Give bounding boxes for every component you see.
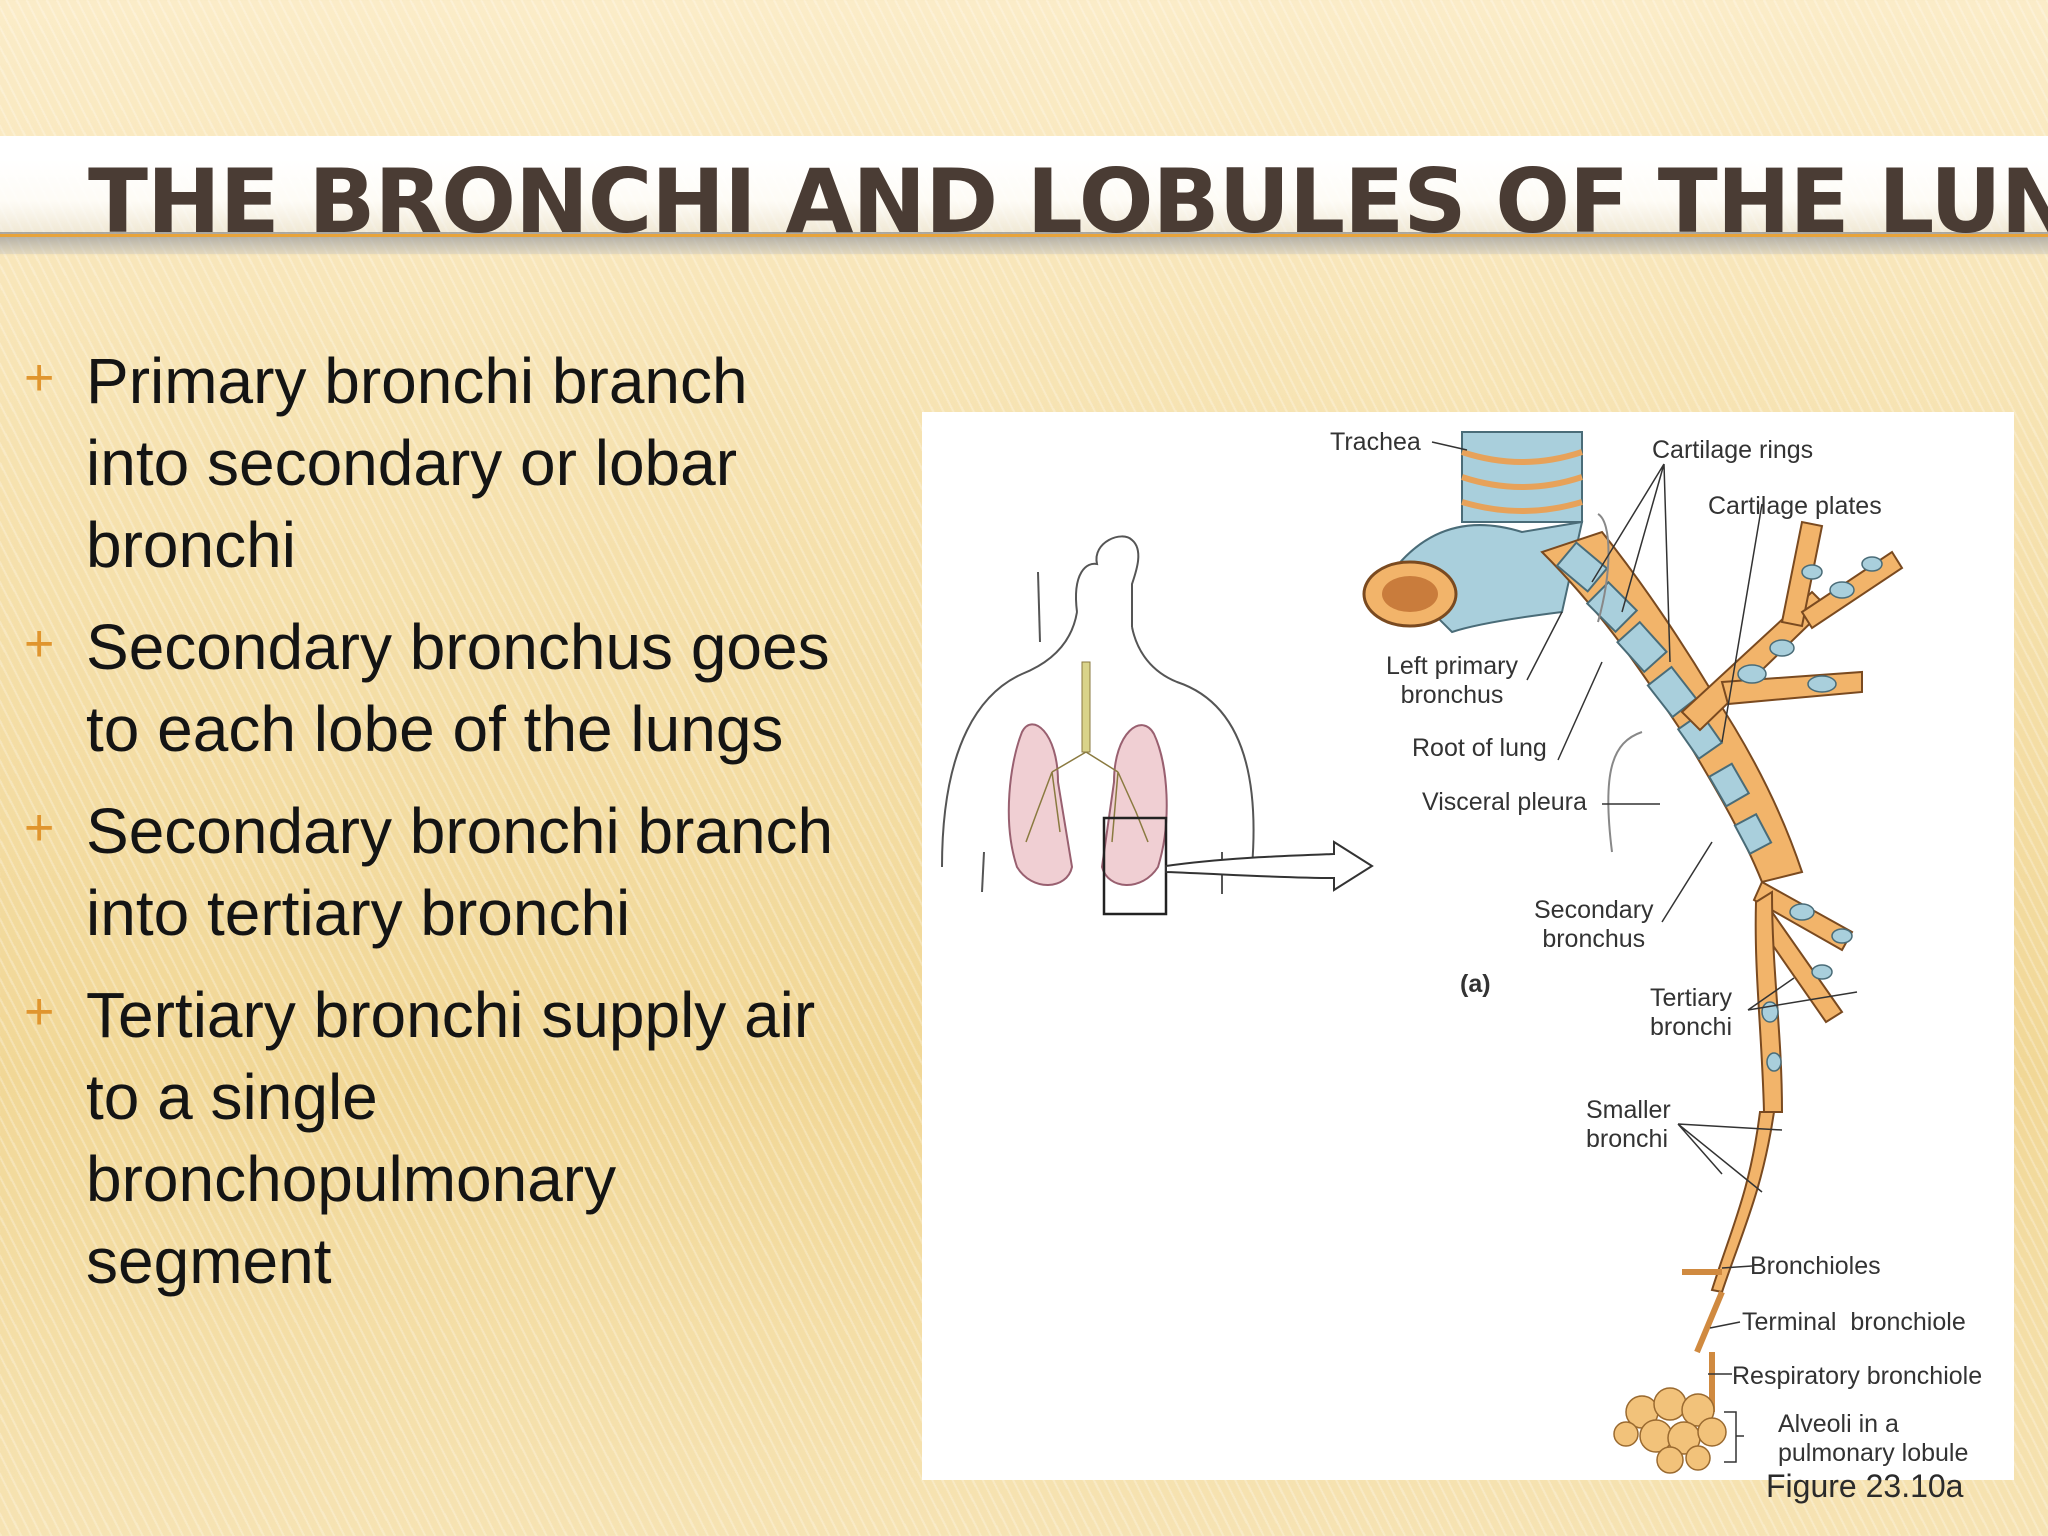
lungs [1007,661,1168,886]
bronchial-tree [1362,431,1904,1474]
leader-lines [1431,441,1858,1463]
bronchial-tree-illustration [941,431,1904,1474]
label-left-primary-bronchus: Left primary bronchus [1386,652,1518,709]
page-title: THE BRONCHI AND LOBULES OF THE LUNG [88,150,2048,253]
bullet-text: Tertiary bronchi supply air to a single … [86,979,816,1297]
bullet-item: + Tertiary bronchi supply air to a singl… [20,974,840,1302]
label-terminal-bronchiole: Terminal bronchiole [1742,1308,1966,1336]
bullet-item: + Secondary bronchus goes to each lobe o… [20,606,840,770]
label-secondary-bronchus: Secondary bronchus [1534,896,1654,953]
label-cartilage-plates: Cartilage plates [1708,492,1882,520]
label-visceral-pleura: Visceral pleura [1422,788,1587,816]
plus-bullet-icon: + [24,349,55,407]
label-root-of-lung: Root of lung [1412,734,1547,762]
bullet-text: Secondary bronchus goes to each lobe of … [86,611,830,765]
plus-bullet-icon: + [24,983,55,1041]
label-respiratory-bronchiole: Respiratory bronchiole [1732,1362,1983,1390]
alveoli-cluster [1613,1387,1727,1474]
label-smaller-bronchi: Smaller bronchi [1586,1096,1671,1153]
figure-caption: Figure 23.10a [1766,1468,1964,1504]
plus-bullet-icon: + [24,799,55,857]
label-alveoli: Alveoli in a pulmonary lobule [1778,1410,1969,1467]
bullet-item: + Primary bronchi branch into secondary … [20,340,840,586]
bronchial-tree-figure: (a) Trachea Cartilage rings Cartilage pl… [922,412,2014,1480]
label-trachea: Trachea [1330,428,1421,456]
label-panel-a: (a) [1460,970,1491,998]
bullet-text: Secondary bronchi branch into tertiary b… [86,795,834,949]
label-cartilage-rings: Cartilage rings [1652,436,1814,464]
bullet-text: Primary bronchi branch into secondary or… [86,345,748,581]
magnify-arrow [1165,840,1374,892]
plus-bullet-icon: + [24,615,55,673]
label-tertiary-bronchi: Tertiary bronchi [1650,984,1732,1041]
bullet-item: + Secondary bronchi branch into tertiary… [20,790,840,954]
label-bronchioles: Bronchioles [1750,1252,1881,1280]
torso-outline [941,535,1255,894]
bullet-list: + Primary bronchi branch into secondary … [20,340,840,1322]
trachea-segment [1362,431,1584,634]
title-underline [0,234,2048,237]
